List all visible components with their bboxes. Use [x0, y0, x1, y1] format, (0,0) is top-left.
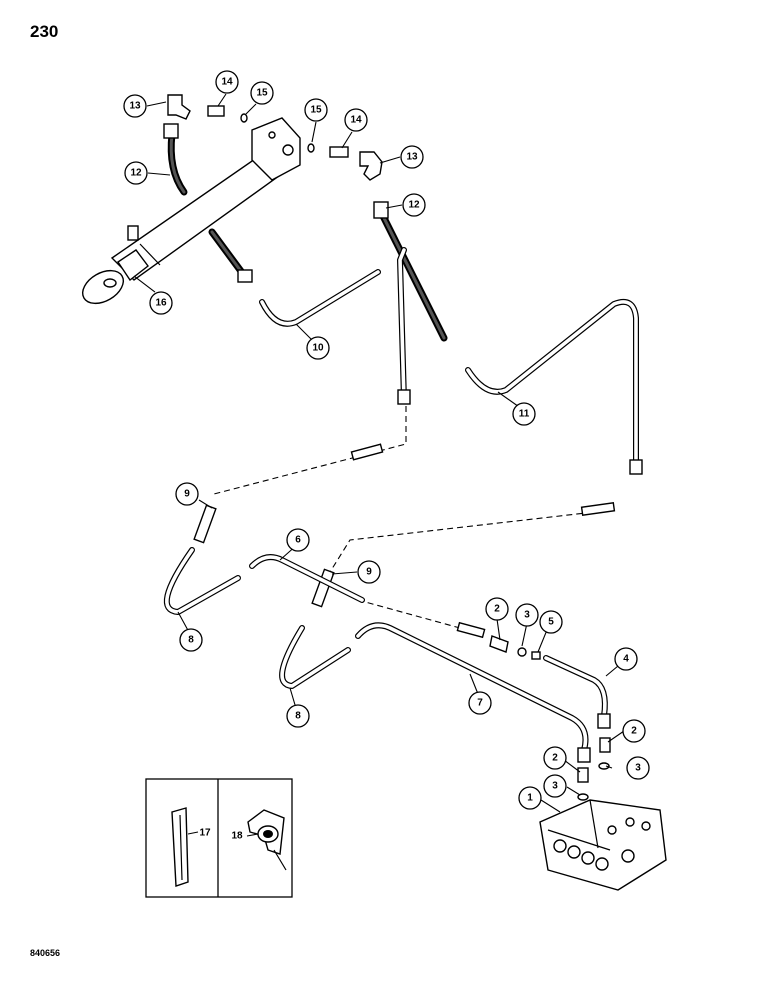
page-number: 230	[30, 22, 59, 41]
tube-clip-icon	[171, 807, 189, 887]
callout-9-right: 9	[357, 560, 381, 584]
threaded-adapters	[193, 443, 616, 608]
svg-text:8: 8	[295, 711, 301, 722]
callout-8-left: 8	[179, 628, 203, 652]
callout-12-right: 12	[402, 193, 426, 217]
callout-11: 11	[512, 402, 536, 426]
callout-17: 17	[199, 828, 211, 839]
svg-text:6: 6	[295, 535, 301, 546]
callout-1: 1	[518, 786, 542, 810]
svg-text:5: 5	[548, 617, 554, 628]
svg-text:15: 15	[256, 88, 268, 99]
svg-text:2: 2	[552, 753, 558, 764]
callout-8-right: 8	[286, 704, 310, 728]
callout-2-upper: 2	[485, 597, 509, 621]
callout-12-left: 12	[124, 161, 148, 185]
svg-text:12: 12	[408, 200, 420, 211]
svg-text:13: 13	[129, 101, 141, 112]
control-valve-icon	[539, 799, 667, 891]
callout-13-left: 13	[123, 94, 147, 118]
svg-text:3: 3	[552, 781, 558, 792]
svg-text:14: 14	[221, 77, 233, 88]
callout-14-left: 14	[215, 70, 239, 94]
callout-15-left: 15	[250, 81, 274, 105]
svg-text:17: 17	[199, 828, 211, 839]
svg-text:8: 8	[188, 635, 194, 646]
hydraulic-cylinder-icon	[82, 117, 301, 305]
callout-5: 5	[539, 610, 563, 634]
svg-text:9: 9	[366, 567, 372, 578]
callout-15-right: 15	[304, 98, 328, 122]
callout-13-right: 13	[400, 145, 424, 169]
svg-text:9: 9	[184, 489, 190, 500]
callout-3-upper: 3	[515, 603, 539, 627]
svg-text:4: 4	[623, 654, 629, 665]
upper-hoses	[163, 94, 643, 475]
svg-text:2: 2	[631, 726, 637, 737]
callout-6: 6	[286, 528, 310, 552]
callout-7: 7	[468, 691, 492, 715]
callout-2-right: 2	[622, 719, 646, 743]
svg-text:1: 1	[527, 793, 533, 804]
inset-parts-box	[145, 778, 293, 898]
svg-text:2: 2	[494, 604, 500, 615]
hose-clamp-icon	[247, 809, 287, 871]
svg-text:10: 10	[312, 343, 324, 354]
svg-text:13: 13	[406, 152, 418, 163]
callout-2-left: 2	[543, 746, 567, 770]
svg-text:14: 14	[350, 115, 362, 126]
svg-text:11: 11	[519, 409, 530, 420]
lower-tubes	[163, 547, 611, 801]
callout-14-right: 14	[344, 108, 368, 132]
svg-text:7: 7	[477, 698, 483, 709]
svg-text:15: 15	[310, 105, 322, 116]
callout-4: 4	[614, 647, 638, 671]
svg-text:18: 18	[231, 831, 243, 842]
callout-10: 10	[306, 336, 330, 360]
callout-3-left: 3	[543, 774, 567, 798]
svg-text:3: 3	[524, 610, 530, 621]
callout-9-left: 9	[175, 482, 199, 506]
callout-16: 16	[149, 291, 173, 315]
svg-text:12: 12	[130, 168, 142, 179]
figure-code: 840656	[30, 948, 61, 958]
svg-text:3: 3	[635, 763, 641, 774]
svg-text:16: 16	[155, 298, 167, 309]
callout-3-right: 3	[626, 756, 650, 780]
dashed-connections	[213, 406, 613, 629]
callout-18: 18	[231, 831, 243, 842]
